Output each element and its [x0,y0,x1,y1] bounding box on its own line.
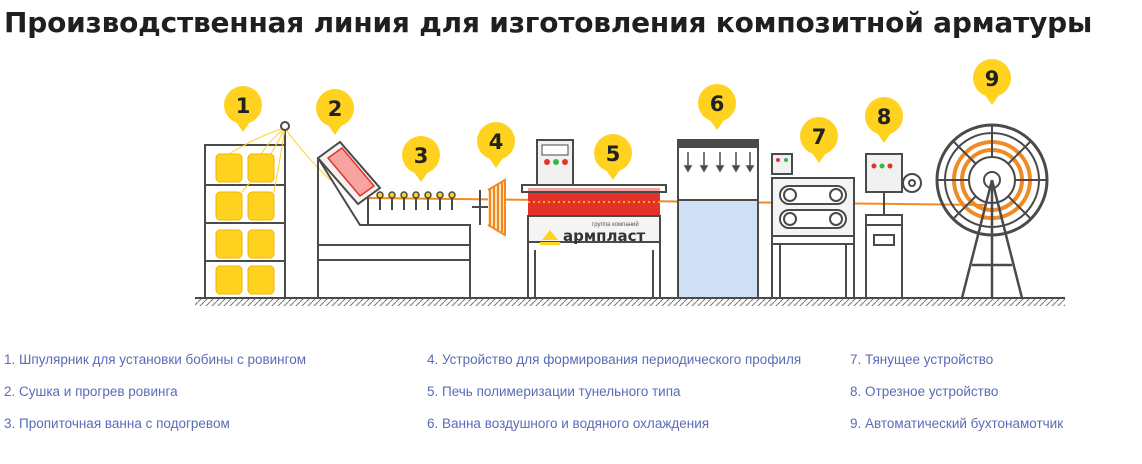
floor [195,297,1065,306]
winder [935,123,1049,299]
profile-coil [489,182,503,232]
marker-6: 6 [698,84,736,130]
oven-control-panel [536,139,574,186]
marker-3-number: 3 [414,144,429,168]
profile-forming-device [472,178,506,237]
logo-small-text: группа компаний [592,221,639,228]
logo-name-text: армпласт [563,227,645,245]
marker-7-number: 7 [812,125,827,149]
creel-guide-eye [280,121,290,131]
marker-2: 2 [316,89,354,135]
legend-item: 5. Печь полимеризации тунельного типа [427,384,681,399]
bath-rollers [376,191,456,199]
cooling-bath [677,139,759,299]
legend-item: 3. Пропиточная ванна с подогревом [4,416,230,431]
legend-item: 2. Сушка и прогрев ровинга [4,384,178,399]
marker-8-number: 8 [877,105,892,129]
legend-item: 1. Шпулярник для установки бобины с рови… [4,352,307,367]
roving-bobbins [215,153,275,295]
puller-indicators [776,158,788,162]
production-line-diagram: группа компаний армпласт [195,59,1065,306]
marker-9: 9 [973,59,1011,105]
cutting-device [865,153,922,299]
roving-fibers [228,127,331,193]
dryer-station [316,140,471,298]
armplast-logo: группа компаний армпласт [540,221,645,245]
legend-item: 7. Тянущее устройство [850,352,994,367]
marker-7: 7 [800,117,838,163]
legend-column-3: 7. Тянущее устройство 8. Отрезное устрой… [850,348,1142,444]
marker-5-number: 5 [606,142,621,166]
cutter-indicators [871,163,893,169]
legend-item: 4. Устройство для формирования периодиче… [427,352,802,367]
legend-item: 9. Автоматический бухтонамотчик [850,416,1064,431]
marker-4: 4 [477,122,515,168]
pulling-device [771,153,855,299]
marker-8: 8 [865,97,903,143]
marker-2-number: 2 [328,97,343,121]
puller-wheels [783,188,843,226]
marker-6-number: 6 [710,92,725,116]
legend-item: 8. Отрезное устройство [850,384,999,399]
legend-item: 6. Ванна воздушного и водяного охлаждени… [427,416,710,431]
rod-line [367,197,986,206]
page-title: Производственная линия для изготовления … [4,6,1093,39]
marker-4-number: 4 [489,130,504,154]
legend-column-1: 1. Шпулярник для установки бобины с рови… [4,348,424,444]
marker-9-number: 9 [985,67,1000,91]
marker-1: 1 [224,86,262,132]
marker-1-number: 1 [236,94,251,118]
marker-5: 5 [594,134,632,180]
legend-column-2: 4. Устройство для формирования периодиче… [427,348,807,444]
marker-3: 3 [402,136,440,182]
impregnation-bath [367,198,453,225]
